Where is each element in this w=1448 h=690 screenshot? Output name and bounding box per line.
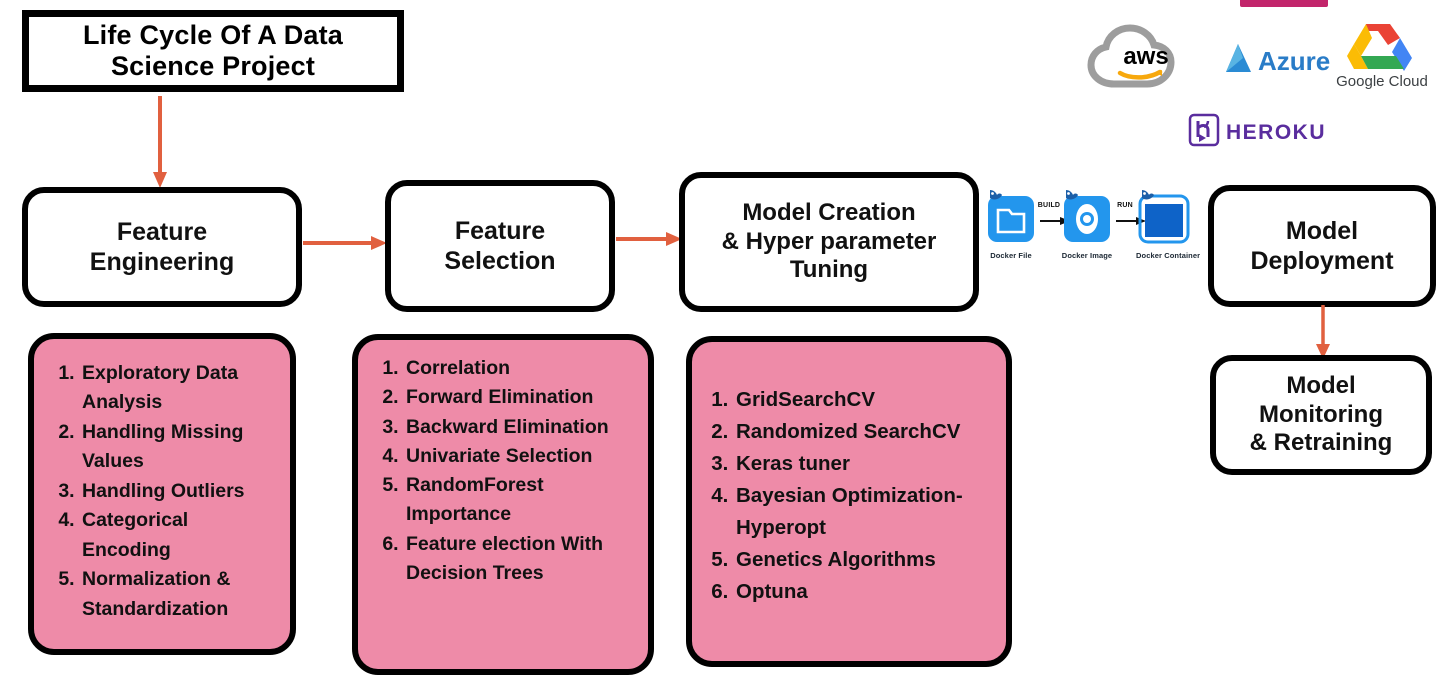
stage-label-line-1: Feature bbox=[116, 218, 208, 246]
docker-image-step: Docker Image bbox=[1060, 188, 1114, 260]
page-title-line-2: Science Project bbox=[110, 51, 316, 81]
azure-logo-label: Azure bbox=[1258, 46, 1330, 76]
azure-logo: Azure bbox=[1222, 38, 1344, 82]
docker-container-icon bbox=[1138, 190, 1190, 244]
heroku-logo: HEROKU bbox=[1188, 112, 1328, 148]
list-item: Backward Elimination bbox=[404, 413, 640, 442]
heroku-logo-label: HEROKU bbox=[1226, 121, 1326, 144]
stage-label-line-3: & Retraining bbox=[1249, 429, 1393, 457]
page-title: Life Cycle Of A Data Science Project bbox=[22, 10, 404, 92]
list-item: Randomized SearchCV bbox=[734, 416, 998, 448]
detail-list-model-creation: GridSearchCV Randomized SearchCV Keras t… bbox=[686, 336, 1012, 667]
docker-image-caption: Docker Image bbox=[1061, 251, 1113, 260]
stage-box-model-monitoring[interactable]: Model Monitoring & Retraining bbox=[1210, 355, 1432, 475]
docker-pipeline-graphic: Docker File BUILD Docker Image RUN bbox=[984, 188, 1200, 288]
detail-list-feature-selection: Correlation Forward Elimination Backward… bbox=[352, 334, 654, 675]
arrow-fe-to-fs bbox=[303, 236, 387, 250]
aws-logo: aws bbox=[1082, 18, 1210, 96]
docker-image-icon bbox=[1064, 190, 1110, 242]
list-item: RandomForest Importance bbox=[404, 471, 640, 530]
stage-label-line-1: Model bbox=[1285, 217, 1359, 245]
list-item: Handling Outliers bbox=[80, 477, 282, 506]
list-item: Genetics Algorithms bbox=[734, 544, 998, 576]
docker-build-transition: BUILD bbox=[1037, 188, 1070, 256]
stage-box-feature-engineering[interactable]: Feature Engineering bbox=[22, 187, 302, 307]
list-item: Exploratory Data Analysis bbox=[80, 359, 282, 418]
stage-label-line-3: Tuning bbox=[789, 256, 869, 284]
magenta-accent-bar bbox=[1240, 0, 1328, 7]
docker-container-step: Docker Container bbox=[1136, 188, 1200, 260]
list-item: Correlation bbox=[404, 354, 640, 383]
list-item: Univariate Selection bbox=[404, 442, 640, 471]
docker-container-caption: Docker Container bbox=[1136, 251, 1201, 260]
stage-label-line-1: Model bbox=[1286, 371, 1356, 399]
arrow-fs-to-mc bbox=[616, 232, 682, 246]
list-item: Categorical Encoding bbox=[80, 506, 282, 565]
stage-label-line-2: Deployment bbox=[1250, 247, 1394, 275]
list-item: Handling Missing Values bbox=[80, 418, 282, 477]
docker-file-icon bbox=[988, 190, 1034, 242]
stage-label-line-1: Model Creation bbox=[742, 198, 916, 226]
google-cloud-logo: Google Cloud bbox=[1322, 14, 1442, 92]
docker-run-transition: RUN bbox=[1114, 188, 1146, 256]
list-item: Keras tuner bbox=[734, 448, 998, 480]
list-item: Normalization & Standardization bbox=[80, 565, 282, 624]
docker-file-caption: Docker File bbox=[990, 251, 1032, 260]
list-item: Feature election With Decision Trees bbox=[404, 530, 640, 589]
stage-box-model-creation[interactable]: Model Creation & Hyper parameter Tuning bbox=[679, 172, 979, 312]
docker-file-step: Docker File bbox=[984, 188, 1038, 260]
list-item: Forward Elimination bbox=[404, 383, 640, 412]
stage-label-line-1: Feature bbox=[454, 217, 546, 245]
stage-label-line-2: & Hyper parameter bbox=[721, 227, 937, 255]
docker-build-label: BUILD bbox=[1037, 202, 1061, 209]
detail-list-feature-engineering: Exploratory Data Analysis Handling Missi… bbox=[28, 333, 296, 655]
stage-box-feature-selection[interactable]: Feature Selection bbox=[385, 180, 615, 312]
arrow-title-to-feature-engineering bbox=[153, 96, 167, 188]
arrow-md-to-mm bbox=[1316, 305, 1330, 359]
list-item: Bayesian Optimization-Hyperopt bbox=[734, 480, 998, 544]
google-cloud-logo-label: Google Cloud bbox=[1336, 73, 1428, 90]
list-item: GridSearchCV bbox=[734, 384, 998, 416]
stage-label-line-2: Monitoring bbox=[1259, 400, 1383, 428]
stage-box-model-deployment[interactable]: Model Deployment bbox=[1208, 185, 1436, 307]
aws-logo-label: aws bbox=[1123, 43, 1168, 70]
stage-label-line-2: Selection bbox=[444, 247, 556, 275]
stage-label-line-2: Engineering bbox=[89, 248, 235, 276]
page-title-line-1: Life Cycle Of A Data bbox=[82, 19, 344, 50]
list-item: Optuna bbox=[734, 576, 998, 608]
docker-run-label: RUN bbox=[1117, 202, 1133, 209]
